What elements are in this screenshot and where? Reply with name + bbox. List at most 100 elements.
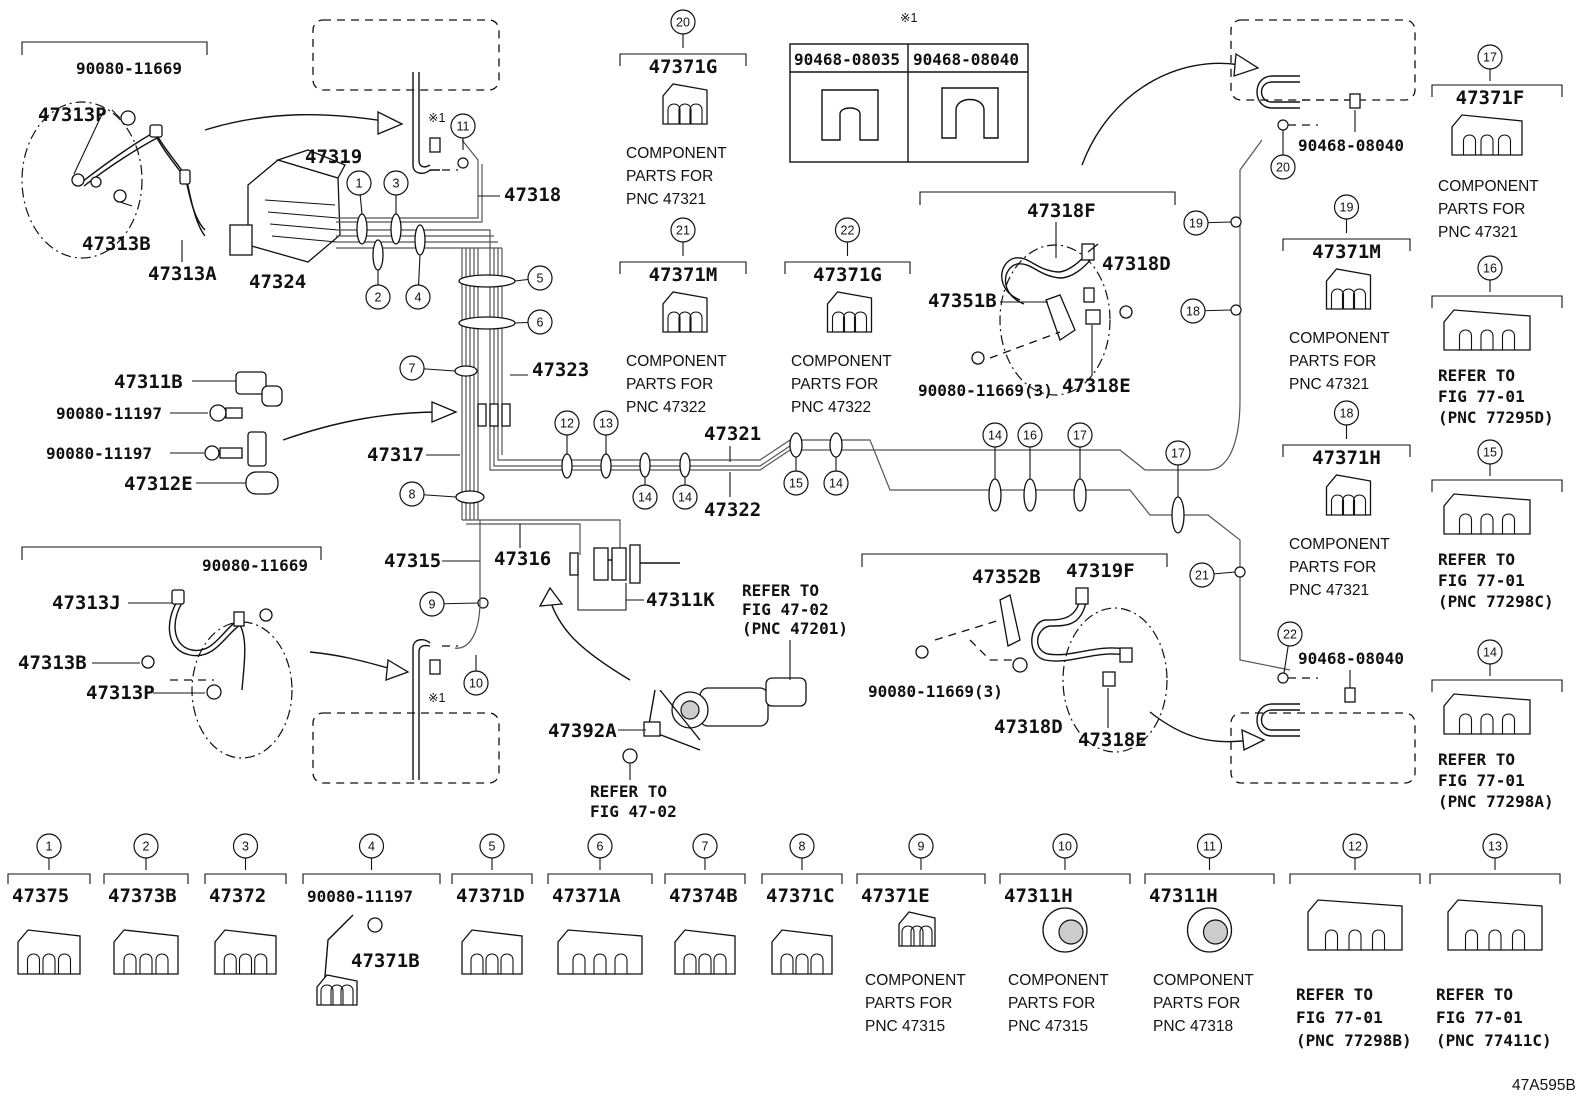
svg-text:FIG 77-01: FIG 77-01	[1438, 571, 1525, 590]
label-47318: 47318	[504, 184, 561, 206]
tube-bundle	[336, 139, 1291, 671]
svg-text:2: 2	[375, 291, 382, 305]
svg-text:(PNC 77298B): (PNC 77298B)	[1296, 1031, 1412, 1050]
label-47311K: 47311K	[646, 589, 715, 611]
callout-circle-7: 7	[692, 833, 718, 859]
svg-text:9: 9	[918, 840, 925, 854]
svg-text:47371E: 47371E	[861, 885, 930, 907]
callout-circle-12: 12	[1342, 833, 1368, 859]
svg-text:10: 10	[469, 677, 483, 691]
callout-14: 14	[823, 470, 849, 496]
svg-text:5: 5	[537, 272, 544, 286]
arrow-to-reference-top-right	[1081, 62, 1241, 166]
label-47318D-top: 47318D	[1102, 253, 1171, 275]
clip-part-number: 47371H	[1312, 447, 1381, 469]
arrow-to-reference-bottom-left	[309, 651, 396, 671]
left-hardware	[170, 371, 283, 495]
ref-fig-47-02-a-l1: REFER TO	[742, 581, 819, 600]
callout-14: 14	[672, 484, 698, 510]
callout-21: 21	[1189, 562, 1215, 588]
svg-text:7: 7	[702, 840, 709, 854]
svg-text:47373B: 47373B	[108, 885, 177, 907]
callout-circle-20: 20	[670, 9, 696, 35]
svg-text:PARTS FOR: PARTS FOR	[1289, 559, 1376, 576]
svg-text:6: 6	[597, 840, 604, 854]
ref-mark-top-left: ※1	[428, 111, 445, 125]
clip-icon	[898, 911, 936, 947]
svg-text:14: 14	[988, 429, 1002, 443]
callout-4: 4	[405, 284, 431, 310]
bottom-clip-callouts: 147375247373B347372490080-1119747371B547…	[7, 833, 1561, 1050]
clip-icon	[113, 929, 179, 975]
callout-19: 19	[1183, 210, 1209, 236]
svg-text:(PNC 77298C): (PNC 77298C)	[1438, 592, 1554, 611]
svg-text:FIG 77-01: FIG 77-01	[1438, 771, 1525, 790]
callout-1: 1	[346, 170, 372, 196]
label-47313B-bottom: 47313B	[18, 652, 87, 674]
svg-text:PARTS FOR: PARTS FOR	[626, 168, 713, 185]
svg-text:16: 16	[1483, 262, 1497, 276]
svg-text:90080-11197: 90080-11197	[307, 887, 413, 906]
svg-text:5: 5	[489, 840, 496, 854]
label-47351B: 47351B	[928, 290, 997, 312]
callout-circle-14: 14	[1477, 639, 1503, 665]
svg-text:COMPONENT: COMPONENT	[626, 353, 727, 370]
svg-text:21: 21	[1195, 569, 1209, 583]
clip-icon	[674, 929, 736, 975]
svg-text:FIG 77-01: FIG 77-01	[1438, 387, 1525, 406]
ref-fig-47-02-b-l1: REFER TO	[590, 782, 667, 801]
label-90080-11669-bottom-left: 90080-11669	[202, 556, 308, 575]
svg-text:PARTS FOR: PARTS FOR	[1438, 201, 1525, 218]
svg-text:8: 8	[799, 840, 806, 854]
callout-circle-13: 13	[1482, 833, 1508, 859]
clip-table	[789, 43, 1029, 163]
svg-text:PARTS FOR: PARTS FOR	[1289, 353, 1376, 370]
svg-text:PNC 47318: PNC 47318	[1153, 1018, 1233, 1035]
label-47311B: 47311B	[114, 371, 183, 393]
callout-14: 14	[632, 484, 658, 510]
svg-text:17: 17	[1483, 51, 1497, 65]
callout-circle-19: 19	[1333, 194, 1360, 220]
svg-text:COMPONENT: COMPONENT	[1008, 972, 1109, 989]
reference-area-bottom-right	[1230, 712, 1416, 784]
svg-text:REFER TO: REFER TO	[1438, 550, 1515, 569]
callout-5: 5	[527, 265, 553, 291]
clip-table-col2: 90468-08040	[913, 50, 1019, 69]
label-47317: 47317	[367, 444, 424, 466]
arrow-to-reference-bottom-right	[1149, 711, 1251, 743]
callout-15: 15	[783, 470, 809, 496]
rear-left-hose-assembly	[21, 546, 322, 759]
callout-circle-9: 9	[908, 833, 934, 859]
label-47313B-top: 47313B	[82, 233, 151, 255]
svg-text:PARTS FOR: PARTS FOR	[1008, 995, 1095, 1012]
svg-text:19: 19	[1340, 201, 1354, 215]
svg-text:PNC 47321: PNC 47321	[1438, 224, 1518, 241]
svg-text:PNC 47322: PNC 47322	[791, 399, 871, 416]
callout-20: 20	[1270, 154, 1296, 180]
ref-fig-47-02-a-l2: FIG 47-02	[742, 600, 829, 619]
bottom-right-fitting	[1256, 670, 1356, 737]
label-47313J: 47313J	[52, 592, 121, 614]
svg-text:15: 15	[1483, 446, 1497, 460]
svg-text:REFER TO: REFER TO	[1438, 750, 1515, 769]
svg-text:47371D: 47371D	[456, 885, 525, 907]
svg-text:PARTS FOR: PARTS FOR	[865, 995, 952, 1012]
callout-circle-15: 15	[1477, 439, 1503, 465]
label-47324: 47324	[249, 271, 306, 293]
svg-text:22: 22	[841, 224, 855, 238]
callout-circle-17: 17	[1477, 44, 1503, 70]
